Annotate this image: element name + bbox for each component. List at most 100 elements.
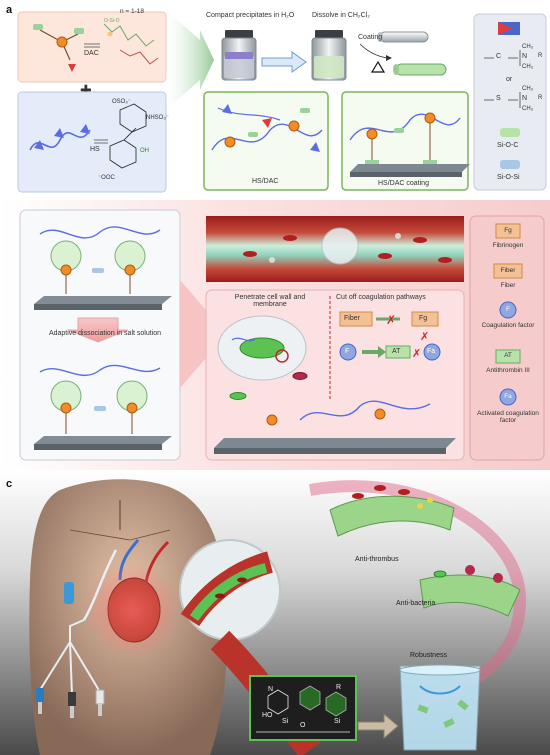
nhso3-label: NHSO₃⁻ (146, 115, 169, 121)
robustness-label: Robustness (410, 652, 447, 659)
n-label-c: N (268, 686, 274, 693)
panel-a-label: a (6, 4, 13, 16)
legend-at-label: Antithrombin III (486, 367, 530, 374)
legend-f-label: Coagulation factor (481, 322, 535, 329)
carboxylate-n: N (522, 53, 528, 60)
n-range-label: n = 1-18 (120, 8, 145, 15)
legend-fiber-label: Fiber (500, 282, 516, 289)
legend-f-swatch (499, 301, 517, 319)
adaptive-dissociation-label: Adaptive dissociation in salt solution (48, 330, 162, 337)
panel-c-label: c (6, 478, 13, 490)
oh-label: OH (140, 148, 149, 154)
legend-at-key: AT (504, 352, 512, 359)
or-label: or (506, 76, 513, 83)
block-cross-1-icon: ✗ (386, 313, 396, 327)
hs-box (17, 91, 167, 193)
ooc-label: ⁻OOC (98, 175, 115, 181)
sulfonate-structure-icon (484, 92, 521, 108)
process-arrow-icon (166, 10, 214, 110)
substrate-bottom-icon (34, 364, 172, 450)
oso3-label: OSO₃⁻ (112, 99, 131, 105)
vial-dissolved-icon (311, 30, 347, 81)
anti-thrombus-label: Anti-thrombus (355, 556, 399, 563)
anti-bacteria-label: Anti-bacteria (396, 600, 436, 607)
fiber-text: Fiber (344, 315, 360, 322)
hs-label: HS (90, 146, 100, 153)
beaker-icon (399, 664, 481, 751)
si-label-1: Si (282, 718, 289, 725)
panel-c-figure (0, 470, 550, 755)
legend-fiber-key: Fiber (500, 267, 516, 274)
legend-fg-key: Fg (504, 227, 512, 234)
f-factor-icon (339, 343, 357, 361)
coating-label: Coating (358, 34, 383, 41)
hs-dac-complex-icon (211, 104, 323, 152)
fa-text: Fa (427, 348, 436, 355)
catheter-icon (36, 549, 118, 718)
svg-text:O-Si-O: O-Si-O (104, 18, 120, 24)
cutoff-label: Cut off coagulation pathways (336, 294, 426, 301)
panel-b-legend (469, 215, 545, 461)
panel-a-figure: O-Si-O ✚ (17, 10, 547, 193)
mix-icon: ✚ (80, 82, 92, 98)
uncoated-tube-icon (377, 31, 429, 43)
coated-tube-icon (393, 63, 447, 76)
si-label-2: Si (334, 718, 341, 725)
carboxylate-c: C (496, 53, 502, 60)
f-text: F (345, 348, 350, 355)
block-cross-3-icon: ✗ (420, 331, 429, 343)
ch3-bottom-1: CH₃ (522, 64, 534, 70)
hs-dac-coating-label: HS/DAC coating (378, 180, 429, 187)
transition-arrow-icon (180, 280, 214, 388)
at-box (385, 345, 411, 359)
r-label-c: R (336, 684, 342, 691)
legend-fa-label: Activated coagulation factor (477, 410, 539, 424)
si-o-c-swatch (500, 128, 520, 137)
carboxylate-structure-icon (484, 50, 521, 66)
hs-dac-box (203, 91, 329, 191)
anti-bacteria-layer-icon (419, 565, 521, 617)
blood-vessel-icon (206, 216, 464, 282)
o-label: O (300, 722, 306, 729)
dissolve-label: Dissolve in CH₂Cl₂ (312, 12, 370, 19)
ho-label: HO (262, 712, 273, 719)
dac-label: DAC (84, 50, 99, 57)
legend-at-swatch (495, 349, 521, 364)
ch3-top-2: CH₃ (522, 86, 534, 92)
dac-molecule-icon (33, 24, 84, 72)
fa-factor-icon (423, 343, 441, 361)
bacterium-green-icon (229, 392, 247, 400)
panel-b-figure: ✗ ✗ ✗ (0, 200, 550, 470)
transfer-arrow-icon (261, 51, 307, 73)
fg-box (411, 311, 439, 327)
flag-icon (498, 22, 520, 35)
legend-fiber-swatch (493, 263, 523, 279)
vial-precipitates-icon (221, 30, 257, 81)
legend-fa-key: Fa (504, 393, 512, 400)
ch3-bottom-2: CH₃ (522, 106, 534, 112)
fg-text: Fg (419, 315, 428, 322)
legend-fa-swatch (499, 388, 517, 406)
at-text: AT (392, 348, 401, 355)
penetrate-label: Penetrate cell wall and membrane (234, 294, 306, 308)
hs-polymer-icon (29, 124, 91, 151)
sulfonate-s: S (496, 95, 501, 102)
bacterium-red-icon (292, 372, 308, 380)
dissociation-arrow-icon (67, 317, 129, 343)
robustness-arrow-icon (357, 712, 399, 740)
fiber-box (339, 311, 373, 327)
legend-fg-swatch (495, 223, 521, 239)
coating-structure-icon (256, 685, 350, 733)
r-label-2: R (538, 95, 543, 101)
legend-fg-label: Fibrinogen (492, 242, 524, 249)
si-o-si-label: Si-O-Si (497, 174, 520, 181)
r-label-1: R (538, 53, 543, 59)
block-cross-2-icon: ✗ (412, 348, 421, 360)
si-o-c-label: Si-O-C (497, 142, 519, 149)
substrate-top-icon (34, 226, 172, 310)
si-o-si-swatch (500, 160, 520, 169)
hs-dac-label: HS/DAC (252, 178, 279, 185)
bacteria-bubble-icon (217, 315, 307, 381)
legend-f-key: F (506, 306, 510, 313)
sulfonate-n: N (522, 95, 528, 102)
